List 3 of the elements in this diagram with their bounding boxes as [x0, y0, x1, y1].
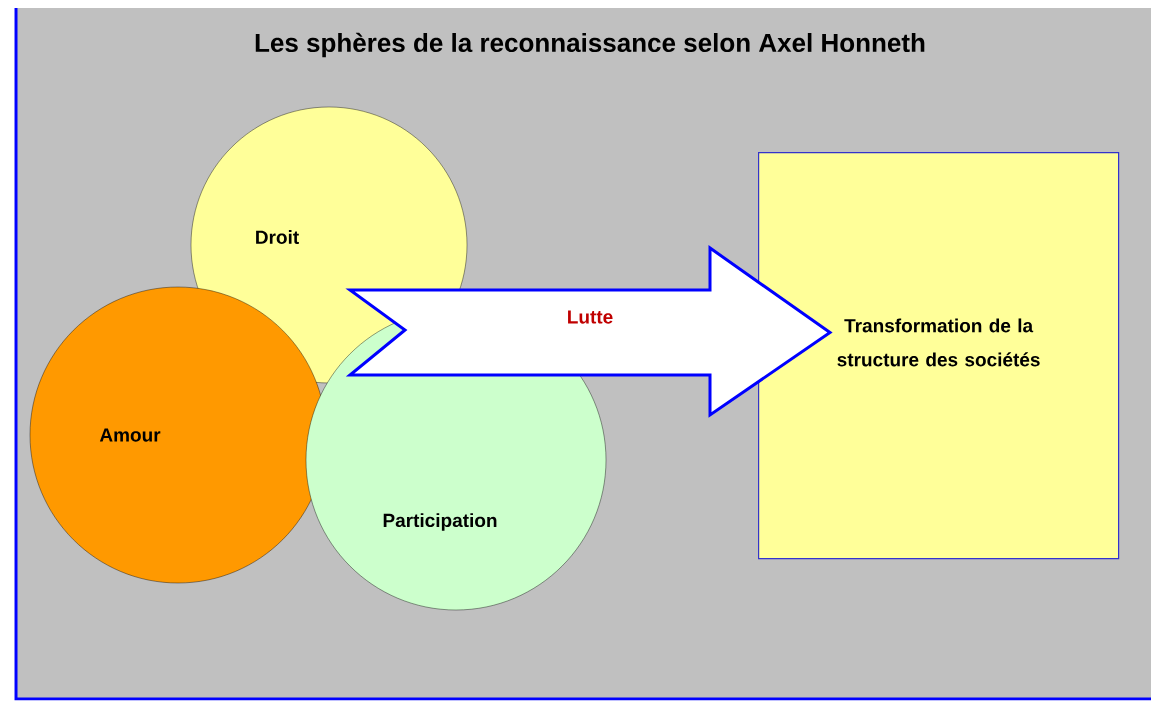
result-box: Transformation de la structure des sociétés [758, 152, 1120, 560]
title: Les sphères de la reconnaissance selon Axel Honneth [255, 32, 925, 58]
block-arrow [345, 245, 833, 418]
